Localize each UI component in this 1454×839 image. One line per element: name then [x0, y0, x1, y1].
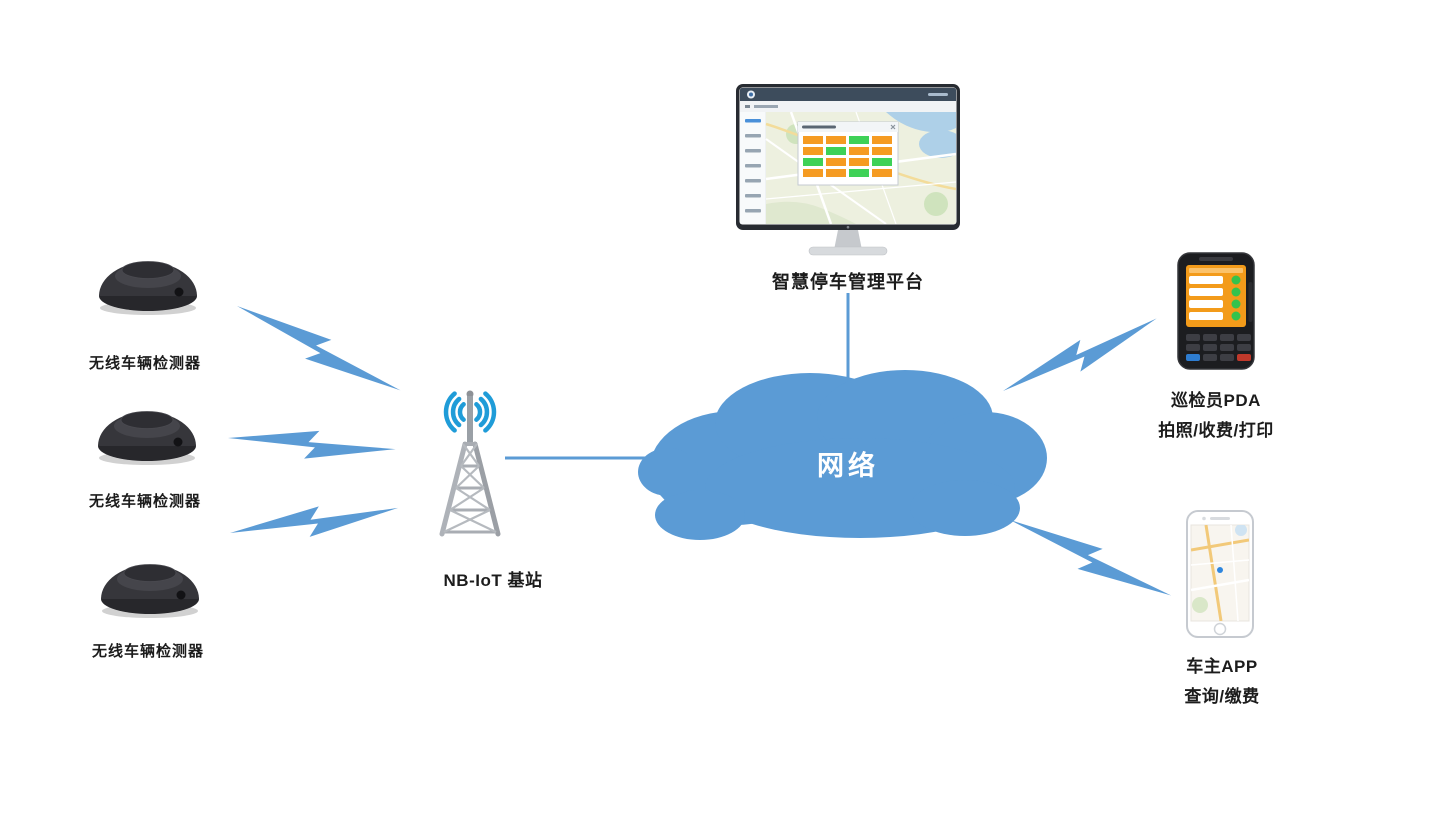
home-button [1213, 622, 1227, 636]
pda-label: 巡检员PDA [1171, 391, 1261, 410]
phone-map-view [1191, 525, 1249, 621]
nbiot-base-station-icon [410, 382, 540, 542]
radio-waves-icon [443, 391, 497, 433]
owner-app-phone-icon [1186, 510, 1254, 643]
pda-sublabel: 拍照/收费/打印 [1158, 421, 1274, 440]
vehicle-detector-icon [95, 549, 205, 626]
handheld-terminal-graphic [1177, 252, 1255, 370]
pda-label-block: 巡检员PDA 拍照/收费/打印 [1101, 386, 1331, 446]
smartphone-graphic [1186, 510, 1254, 638]
dome-sensor-graphic [101, 564, 199, 618]
dome-sensor-graphic [98, 411, 196, 465]
tower-lattice [439, 441, 501, 537]
dome-sensor-graphic [99, 261, 197, 315]
network-label: 网络 [817, 451, 879, 481]
inspector-pda-icon [1177, 252, 1255, 375]
close-icon [890, 124, 896, 130]
network-cloud-icon [638, 370, 1047, 540]
lightning-bolt-icon [228, 430, 396, 459]
vehicle-detector-icon [92, 396, 202, 473]
monitor-icon [736, 84, 960, 256]
management-platform-monitor [736, 84, 960, 263]
dashboard-screen [740, 88, 956, 224]
lightning-bolt-icon [237, 306, 401, 391]
monitor-stand [834, 230, 862, 250]
vehicle-detector-label: 无线车辆检测器 [88, 355, 201, 372]
vehicle-detector-label: 无线车辆检测器 [91, 643, 204, 660]
base-station-label: NB-IoT 基站 [443, 571, 543, 590]
platform-label: 智慧停车管理平台 [772, 272, 924, 292]
owner-app-label: 车主APP [1186, 657, 1258, 676]
lightning-bolt-icon [1003, 318, 1157, 391]
status-dialog [797, 121, 899, 186]
owner-app-label-block: 车主APP 查询/缴费 [1107, 652, 1337, 712]
lightning-bolt-icon [1010, 520, 1172, 596]
map-pin-icon [1217, 567, 1223, 573]
owner-app-sublabel: 查询/缴费 [1184, 687, 1260, 706]
vehicle-detector-label: 无线车辆检测器 [88, 493, 201, 510]
pda-keypad [1186, 334, 1251, 361]
vehicle-detector-icon [93, 246, 203, 323]
lightning-bolt-icon [230, 506, 399, 537]
antenna-tower-icon [439, 390, 501, 537]
